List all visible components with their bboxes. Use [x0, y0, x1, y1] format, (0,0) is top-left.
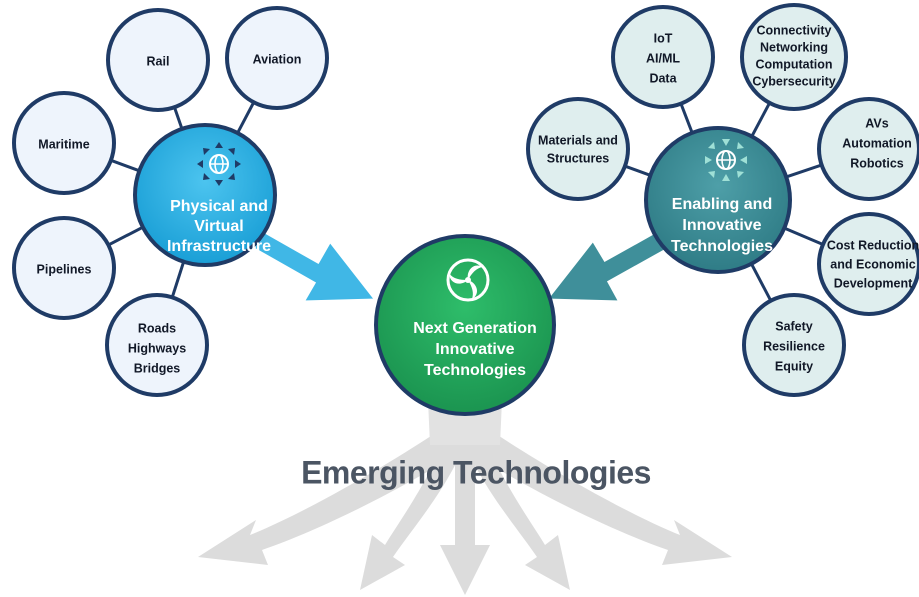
fan-arrow-right — [464, 430, 570, 590]
emerging-arrows — [198, 400, 732, 595]
avs-label: AVs — [865, 116, 888, 130]
right-hub-line-2: Innovative — [682, 217, 761, 234]
center-hub: Next Generation Innovative Technologies — [374, 234, 556, 416]
automation-label: Automation — [842, 136, 911, 150]
highways-label: Highways — [128, 341, 186, 355]
globe-arrows-in-icon — [705, 139, 747, 181]
data-label: Data — [649, 71, 677, 85]
fan-arrow-far-right — [475, 430, 732, 565]
roads-label: Roads — [138, 321, 176, 335]
aiml-label: AI/ML — [646, 51, 680, 65]
right-to-center-arrow — [542, 224, 670, 304]
left-hub-line-2: Virtual — [194, 218, 244, 235]
maritime-label: Maritime — [38, 137, 89, 151]
globe-arrows-out-icon — [197, 142, 241, 186]
resilience-label: Resilience — [763, 339, 825, 353]
economic-label: and Economic — [830, 257, 915, 271]
fan-arrow-left — [360, 430, 466, 590]
left-hub-line-1: Physical and — [170, 198, 268, 215]
bridges-label: Bridges — [134, 361, 181, 375]
satellite-aviation: Aviation — [225, 6, 329, 110]
rail-label: Rail — [147, 54, 170, 68]
right-hub: Enabling and Innovative Technologies — [644, 126, 792, 274]
satellite-materials: Materials and Structures — [526, 97, 630, 201]
equity-label: Equity — [775, 359, 813, 373]
iot-label: IoT — [654, 31, 673, 45]
satellite-avs: AVs Automation Robotics — [817, 97, 919, 201]
structures-label: Structures — [547, 151, 610, 165]
emerging-technologies-title: Emerging Technologies — [301, 454, 651, 490]
center-line-2: Innovative — [435, 341, 514, 358]
safety-label: Safety — [775, 319, 813, 333]
development-label: Development — [834, 276, 913, 290]
fan-arrow-far-left — [198, 430, 455, 565]
aviation-label: Aviation — [253, 52, 302, 66]
cybersecurity-label: Cybersecurity — [752, 74, 835, 88]
right-hub-line-1: Enabling and — [672, 196, 772, 213]
left-hub: Physical and Virtual Infrastructure — [133, 123, 277, 267]
materials-label: Materials and — [538, 133, 618, 147]
satellite-iot: IoT AI/ML Data — [611, 5, 715, 109]
satellite-roads: Roads Highways Bridges — [105, 293, 209, 397]
pipelines-label: Pipelines — [37, 262, 92, 276]
center-line-3: Technologies — [424, 362, 526, 379]
satellite-cost: Cost Reduction and Economic Development — [817, 212, 919, 316]
satellite-safety: Safety Resilience Equity — [742, 293, 846, 397]
connectivity-label: Connectivity — [756, 23, 831, 37]
center-line-1: Next Generation — [413, 320, 537, 337]
right-hub-line-3: Technologies — [671, 238, 773, 255]
robotics-label: Robotics — [850, 156, 904, 170]
left-hub-line-3: Infrastructure — [167, 238, 271, 255]
right-satellites: IoT AI/ML Data Connectivity Networking C… — [526, 3, 919, 397]
dot-triskelion-logo-icon — [446, 258, 490, 302]
satellite-connectivity: Connectivity Networking Computation Cybe… — [740, 3, 848, 111]
left-to-center-arrow — [252, 225, 380, 304]
satellite-maritime: Maritime — [12, 91, 116, 195]
satellite-rail: Rail — [106, 8, 210, 112]
fan-arrow-center — [440, 430, 490, 595]
computation-label: Computation — [755, 57, 832, 71]
satellite-pipelines: Pipelines — [12, 216, 116, 320]
networking-label: Networking — [760, 40, 828, 54]
left-satellites: Rail Aviation Maritime Pipelines Roads H… — [12, 6, 329, 397]
cost-reduction-label: Cost Reduction — [827, 238, 919, 252]
